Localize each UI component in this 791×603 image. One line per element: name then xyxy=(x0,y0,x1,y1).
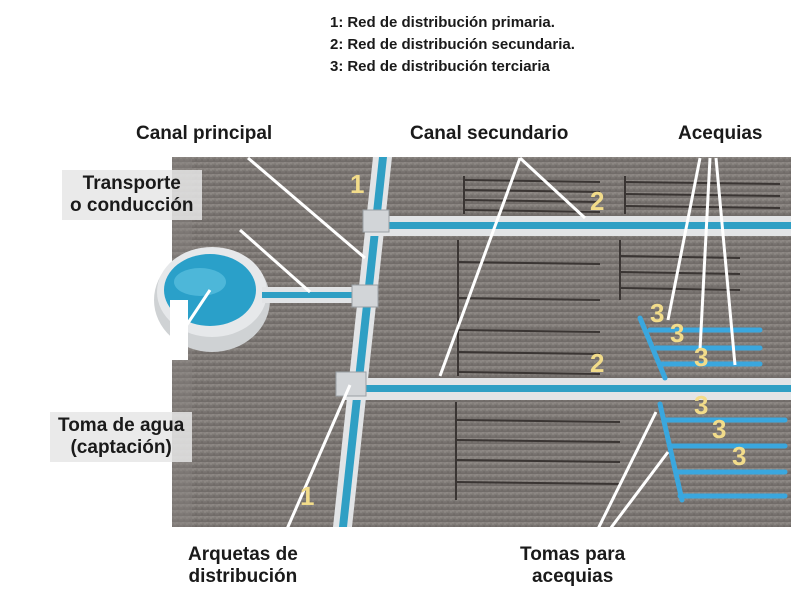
label-acequias: Acequias xyxy=(678,123,763,144)
secondary-canal-upper xyxy=(370,216,791,236)
tertiary-ditches xyxy=(637,315,788,503)
marker-tertiary: 3 xyxy=(694,342,708,372)
legend-number: 2: xyxy=(330,36,344,53)
label-transporte-line1: Transporte xyxy=(82,173,181,194)
marker-tertiary: 3 xyxy=(712,414,726,444)
label-arquetas: Arquetas de distribución xyxy=(188,544,298,588)
distribution-box xyxy=(362,209,390,233)
legend: 1:Red de distribución primaria. 2:Red de… xyxy=(330,12,575,78)
legend-item-primary: 1:Red de distribución primaria. xyxy=(330,12,575,34)
secondary-canal-lower xyxy=(345,378,791,400)
marker-primary: 1 xyxy=(300,481,314,511)
label-arquetas-line2: distribución xyxy=(188,566,298,587)
label-transporte: Transporte o conducción xyxy=(62,170,202,220)
legend-number: 1: xyxy=(330,14,344,31)
furrows xyxy=(455,176,781,500)
label-tomas-line2: acequias xyxy=(531,566,614,587)
label-canal-principal: Canal principal xyxy=(136,123,273,144)
label-toma-line2: (captación) xyxy=(70,437,172,458)
marker-tertiary: 3 xyxy=(694,390,708,420)
marker-tertiary: 3 xyxy=(650,298,664,328)
distribution-box xyxy=(351,284,379,308)
legend-text: Red de distribución primaria. xyxy=(347,14,555,31)
label-toma-line1: Toma de agua xyxy=(58,415,185,436)
legend-number: 3: xyxy=(330,58,344,75)
marker-tertiary: 3 xyxy=(670,318,684,348)
label-transporte-line2: o conducción xyxy=(70,195,194,216)
label-canal-secundario: Canal secundario xyxy=(410,123,569,144)
legend-text: Red de distribución terciaria xyxy=(347,58,550,75)
distribution-box xyxy=(335,371,367,397)
transport-channel xyxy=(262,287,358,303)
network-markers: 1 1 2 2 3 3 3 3 3 3 xyxy=(300,169,746,511)
pointer-lines xyxy=(178,156,737,546)
label-toma-de-agua: Toma de agua (captación) xyxy=(50,412,193,462)
marker-secondary: 2 xyxy=(590,348,604,378)
primary-canal xyxy=(333,157,392,527)
marker-secondary: 2 xyxy=(590,186,604,216)
legend-text: Red de distribución secundaria. xyxy=(347,36,575,53)
label-arquetas-line1: Arquetas de xyxy=(188,544,298,565)
legend-item-secondary: 2:Red de distribución secundaria. xyxy=(330,34,575,56)
label-tomas-acequias: Tomas para acequias xyxy=(520,544,625,588)
marker-tertiary: 3 xyxy=(732,441,746,471)
label-tomas-line1: Tomas para xyxy=(520,544,626,565)
marker-primary: 1 xyxy=(350,169,364,199)
legend-item-tertiary: 3:Red de distribución terciaria xyxy=(330,56,575,78)
